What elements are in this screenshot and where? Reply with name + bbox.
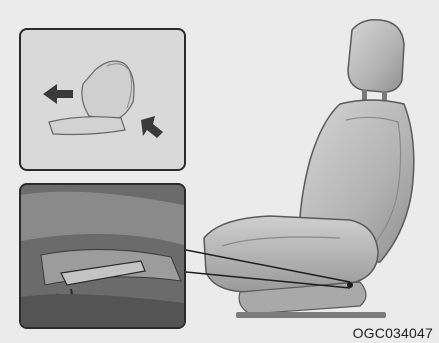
- seat-lever-inset: [19, 183, 186, 329]
- seat-icon: [21, 30, 184, 169]
- seat-movement-inset: [19, 28, 186, 171]
- seat-lever-icon: [21, 185, 184, 327]
- figure-code: OGC034047: [353, 325, 433, 341]
